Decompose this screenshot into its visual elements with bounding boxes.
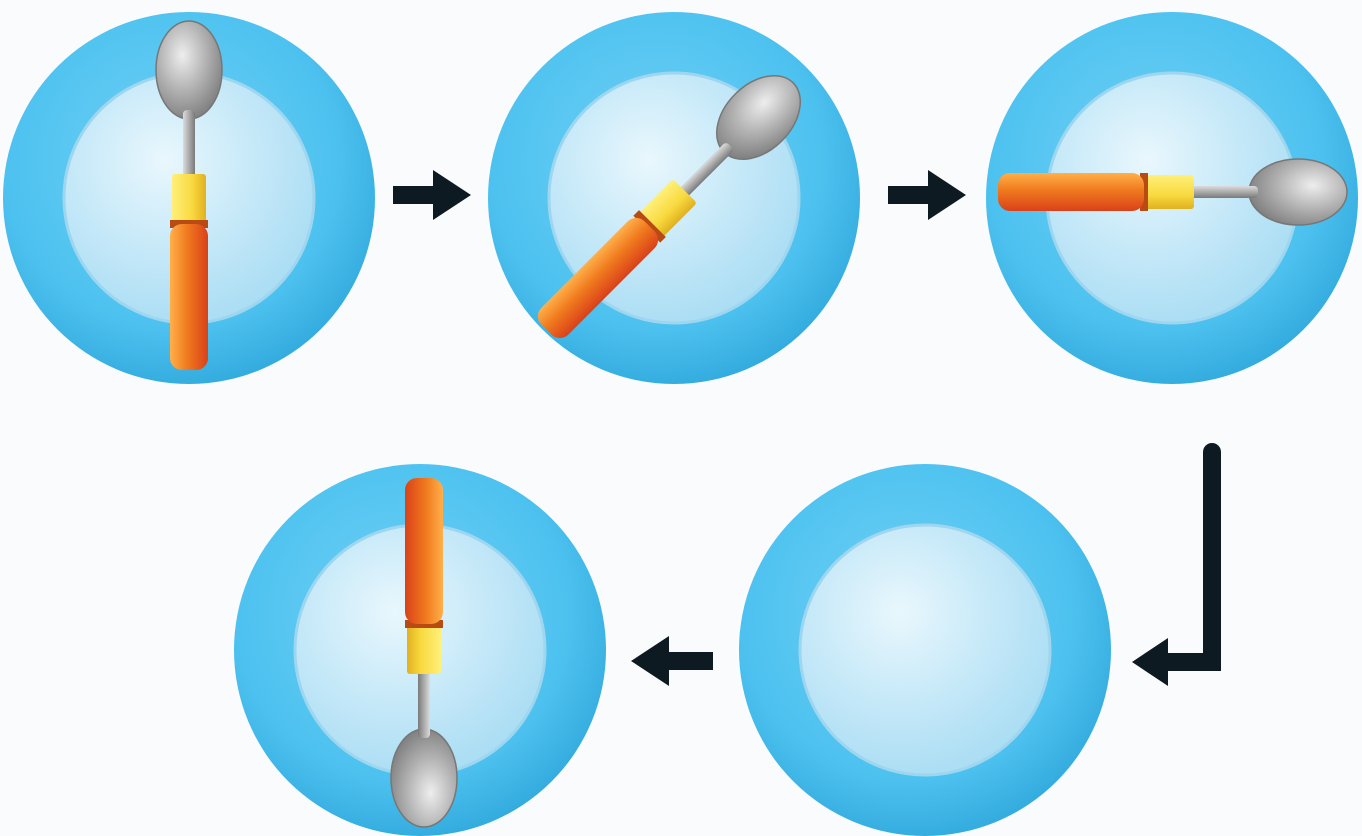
spoon-step-5 <box>390 478 458 828</box>
spoon-step-1 <box>155 20 223 370</box>
arrow-step3-to-step4 <box>1132 443 1221 686</box>
arrow-step4-to-step5 <box>631 636 713 686</box>
spoon-step-3 <box>998 158 1348 226</box>
arrow-step1-to-step2 <box>393 170 471 220</box>
plate-step-4 <box>739 464 1111 836</box>
spoon-step-2 <box>537 74 802 339</box>
arrow-step2-to-step3 <box>888 170 966 220</box>
